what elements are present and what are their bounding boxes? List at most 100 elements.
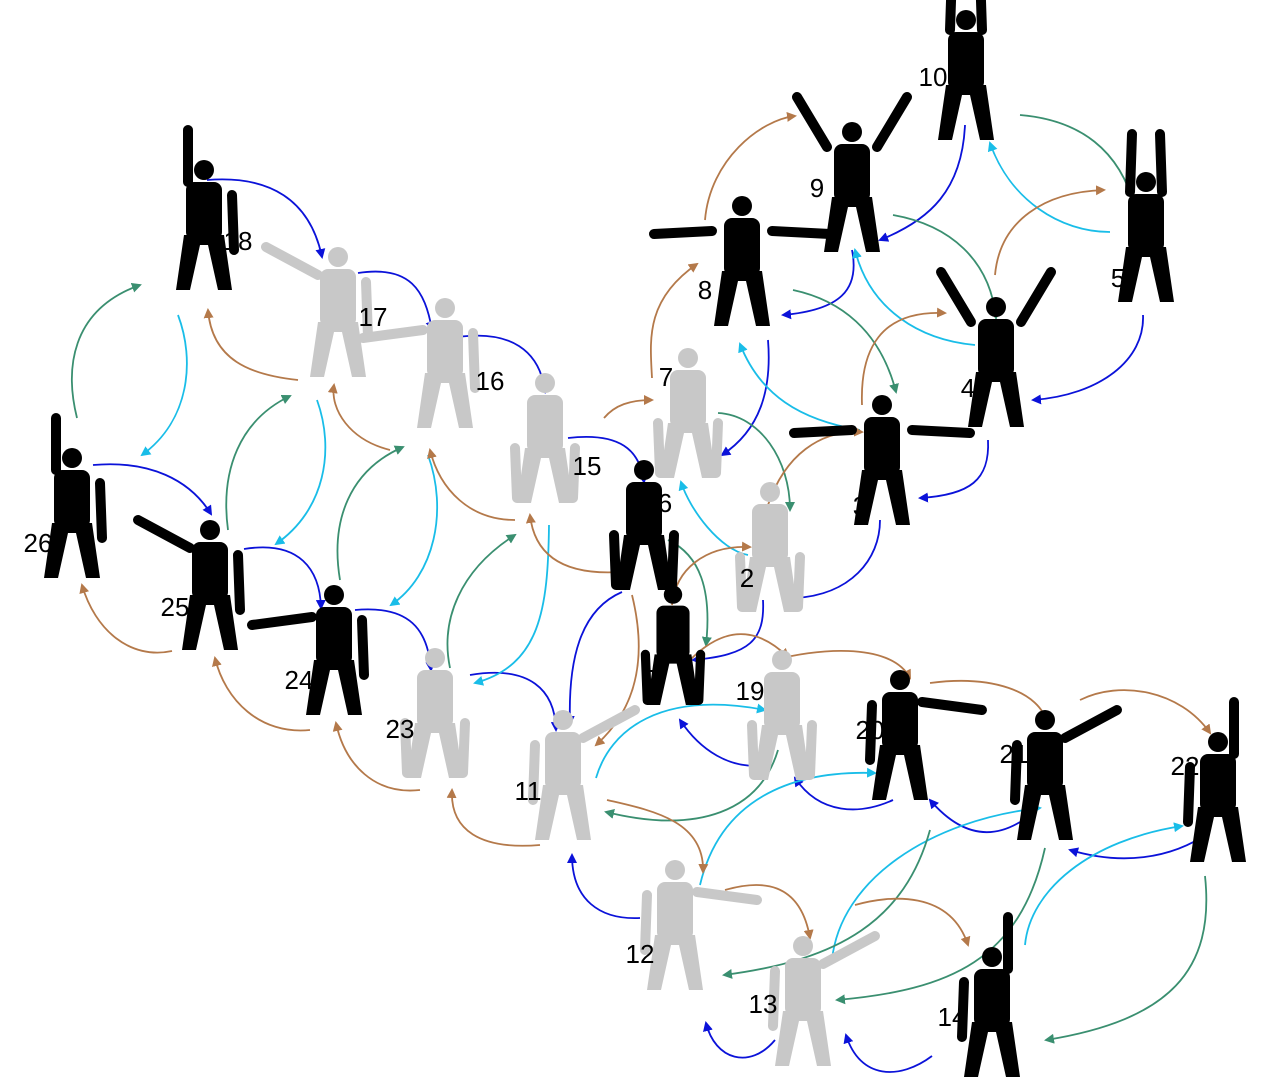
- edge-25-to-26-brown: [79, 583, 173, 654]
- edge-3-to-4-brown: [861, 307, 947, 406]
- edge-6-to-11-brown: [594, 594, 640, 747]
- pose-node-label: 17: [359, 302, 388, 332]
- human-pose-silhouette-icon: [609, 460, 679, 590]
- edge-24-to-25-brown: [211, 656, 311, 732]
- pose-node-25: 25: [133, 515, 245, 650]
- edge-14-to-22-cyan: [1024, 822, 1184, 946]
- pose-node-label: 5: [1111, 263, 1125, 293]
- edge-6-to-15-brown: [525, 513, 621, 574]
- edge-18-to-26-cyan: [140, 314, 188, 457]
- edge-12-to-13-brown: [724, 884, 814, 940]
- edge-6-to-7-brown: [603, 395, 654, 419]
- pose-node-22: 22: [1171, 697, 1246, 862]
- edge-23-to-15-teal: [446, 533, 517, 669]
- edge-7-to-2-teal: [717, 412, 795, 512]
- pose-node-12: 12: [626, 860, 762, 990]
- pose-node-label: 1: [641, 648, 655, 678]
- edge-10-to-9-blue: [878, 124, 966, 242]
- human-pose-silhouette-icon: [640, 860, 762, 990]
- human-pose-silhouette-icon: [176, 125, 239, 290]
- pose-node-label: 4: [961, 373, 975, 403]
- human-pose-silhouette-icon: [1118, 129, 1174, 302]
- edge-15-to-16-brown: [427, 448, 516, 521]
- edge-17-to-25-cyan: [274, 399, 327, 546]
- edge-8-to-3-teal: [792, 289, 899, 394]
- edge-11-to-12-brown: [606, 799, 709, 874]
- pose-node-label: 8: [698, 275, 712, 305]
- pose-node-18: 18: [176, 125, 252, 290]
- edge-13-to-21-cyan: [831, 803, 1042, 961]
- edge-25-to-17-teal: [225, 394, 292, 531]
- edge-3-to-8-cyan: [738, 342, 861, 431]
- edge-6-to-11-blue: [564, 591, 623, 726]
- edge-17-to-18-brown: [203, 308, 299, 381]
- edge-20-to-19-blue: [793, 776, 894, 811]
- edge-2-to-7-cyan: [678, 480, 749, 556]
- edge-4-to-3-blue: [918, 439, 989, 503]
- pose-node-9: 9: [792, 92, 912, 252]
- pose-node-8: 8: [649, 196, 835, 326]
- human-pose-silhouette-icon: [261, 242, 373, 377]
- edge-8-to-10-brown: [704, 111, 797, 221]
- pose-node-label: 14: [938, 1002, 967, 1032]
- pose-node-3: 3: [789, 395, 975, 525]
- human-pose-silhouette-icon: [936, 267, 1056, 427]
- pose-node-label: 19: [736, 676, 765, 706]
- edge-5-to-4-blue: [1031, 314, 1144, 405]
- pose-node-6: 6: [609, 460, 679, 590]
- pose-node-11: 11: [515, 705, 640, 840]
- human-pose-silhouette-icon: [510, 373, 580, 503]
- edge-17-to-16-blue: [357, 270, 436, 332]
- pose-node-label: 21: [1000, 739, 1029, 769]
- pose-node-10: 10: [919, 0, 994, 140]
- pose-node-4: 4: [936, 267, 1056, 427]
- pose-node-label: 22: [1171, 751, 1200, 781]
- pose-node-13: 13: [749, 931, 880, 1066]
- human-pose-silhouette-icon: [1183, 697, 1246, 862]
- edge-23-to-24-brown: [332, 721, 421, 792]
- human-pose-silhouette-icon: [735, 482, 805, 612]
- pose-node-2: 2: [735, 482, 805, 612]
- edge-24-to-16-teal: [336, 445, 405, 581]
- edge-16-to-17-brown: [327, 383, 391, 451]
- human-pose-silhouette-icon: [792, 92, 912, 252]
- edge-8-to-6-blue: [720, 339, 770, 457]
- edge-12-to-20-cyan: [699, 767, 877, 886]
- pose-node-20: 20: [856, 670, 987, 800]
- pose-node-label: 20: [856, 715, 885, 745]
- edge-4-to-9-cyan: [852, 248, 976, 346]
- human-pose-silhouette-icon: [789, 395, 975, 525]
- edge-21-to-20-blue: [928, 798, 1021, 834]
- human-pose-silhouette-icon: [400, 648, 470, 778]
- edge-3-to-2-blue: [793, 519, 881, 603]
- edge-7-to-8-brown: [649, 262, 699, 379]
- human-pose-silhouette-icon: [528, 705, 640, 840]
- human-pose-silhouette-icon: [747, 650, 817, 780]
- edge-10-to-5-teal: [1019, 114, 1138, 210]
- pose-node-label: 12: [626, 939, 655, 969]
- pose-node-1: 1: [641, 585, 706, 705]
- pose-node-label: 10: [919, 62, 948, 92]
- pose-node-17: 17: [261, 242, 388, 377]
- edge-2-to-1-blue: [691, 599, 765, 665]
- human-pose-silhouette-icon: [247, 585, 369, 715]
- edge-26-to-18-teal: [71, 282, 142, 419]
- pose-node-label: 13: [749, 989, 778, 1019]
- edge-11-to-19-cyan: [595, 703, 767, 779]
- edge-5-to-10-cyan: [987, 141, 1111, 233]
- pose-node-label: 16: [476, 366, 505, 396]
- edge-26-to-25-blue: [92, 463, 213, 516]
- human-pose-silhouette-icon: [653, 348, 723, 478]
- human-pose-silhouette-icon: [358, 298, 480, 428]
- pose-node-label: 11: [515, 776, 542, 806]
- human-pose-silhouette-icon: [865, 670, 987, 800]
- pose-node-label: 25: [161, 592, 190, 622]
- human-pose-silhouette-icon: [1010, 705, 1122, 840]
- pose-node-23: 23: [386, 648, 470, 778]
- human-pose-silhouette-icon: [768, 931, 880, 1066]
- edge-16-to-24-cyan: [389, 454, 439, 607]
- human-pose-silhouette-icon: [938, 0, 994, 140]
- edge-21-to-22-brown: [1079, 689, 1212, 735]
